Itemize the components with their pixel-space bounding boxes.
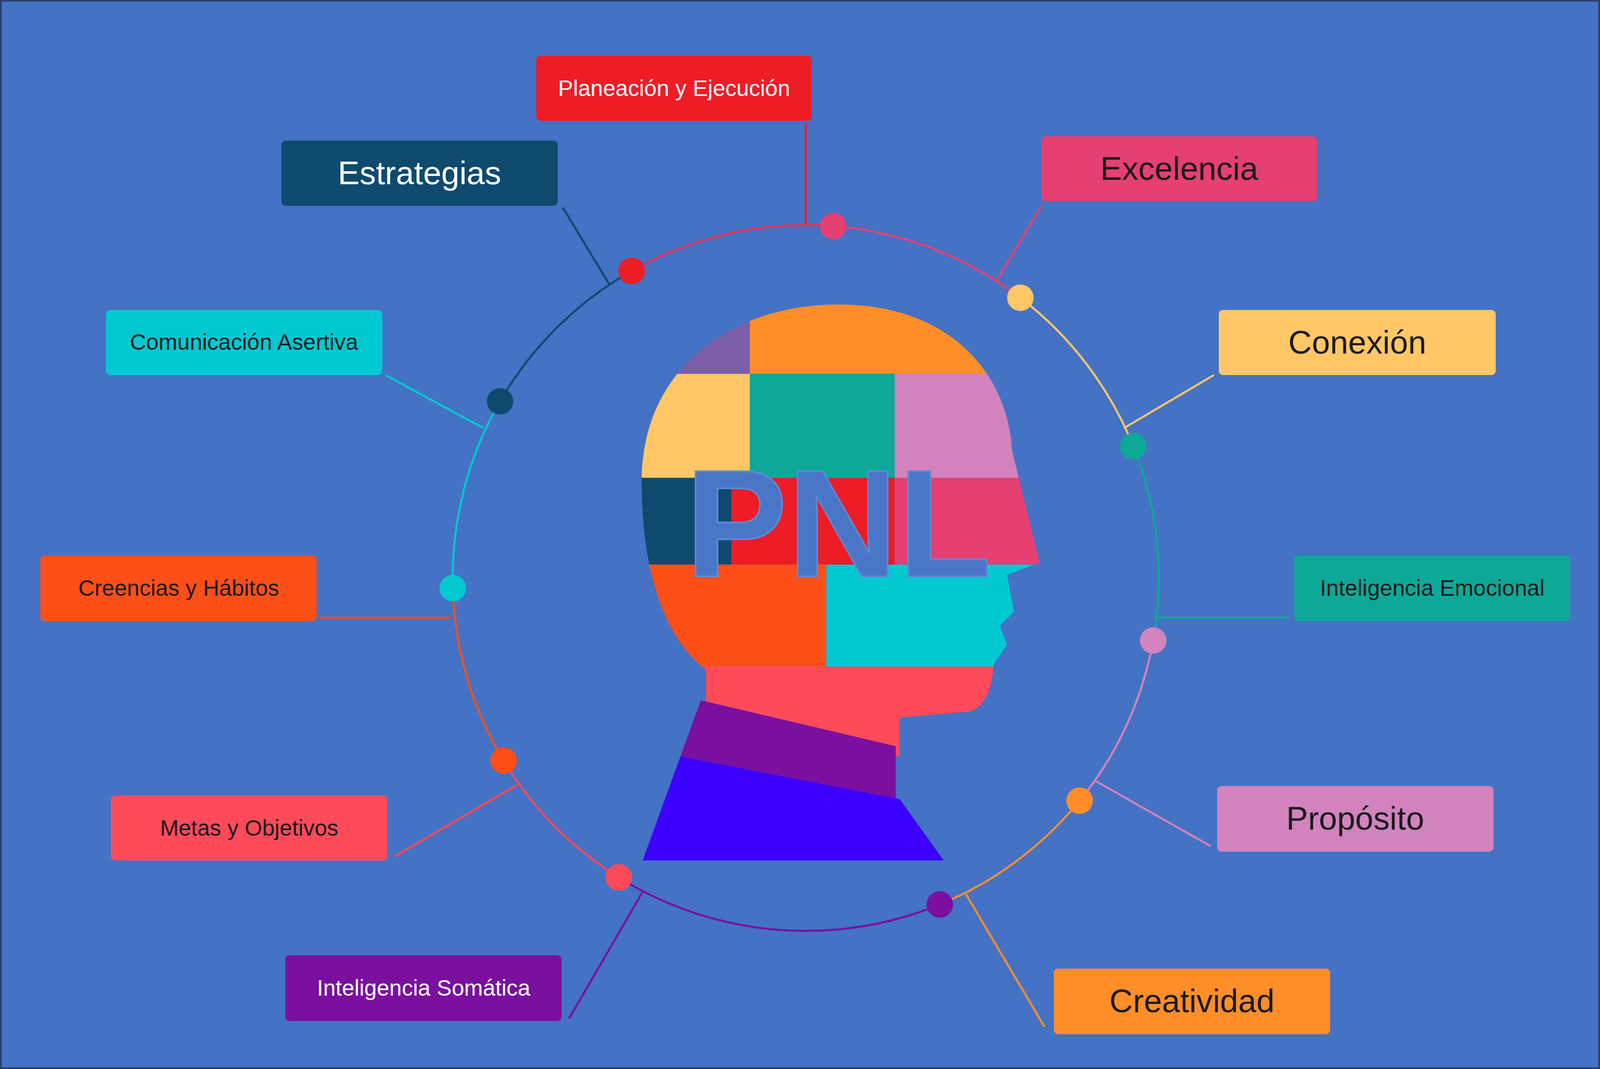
- label-box: Propósito: [1217, 786, 1494, 852]
- circle-dot: [605, 864, 632, 891]
- label-box: Metas y Objetivos: [110, 795, 388, 861]
- circle-arc: [452, 588, 504, 761]
- box-label: Conexión: [1288, 323, 1427, 362]
- label-box: Planeación y Ejecución: [536, 55, 812, 121]
- label-box: Comunicación Asertiva: [105, 310, 383, 376]
- box-label: Creencias y Hábitos: [78, 575, 280, 602]
- circle-dot: [1120, 433, 1147, 460]
- circle-arc: [499, 270, 632, 402]
- leader-line: [394, 785, 517, 857]
- leader-line: [320, 616, 451, 620]
- circle-arc: [503, 760, 620, 878]
- circle-dot: [926, 891, 953, 919]
- head-patch: [749, 304, 1040, 375]
- circle-arc: [618, 877, 940, 932]
- label-box: Estrategias: [281, 140, 558, 206]
- circle-dot: [490, 747, 517, 775]
- circle-dot: [819, 212, 847, 240]
- circle-arc: [833, 226, 1021, 298]
- box-label: Propósito: [1286, 800, 1424, 838]
- label-box: Creatividad: [1053, 968, 1331, 1034]
- leader-line: [568, 892, 643, 1019]
- box-label: Planeación y Ejecución: [558, 75, 791, 102]
- box-label: Comunicación Asertiva: [129, 329, 359, 356]
- box-label: Creatividad: [1109, 982, 1275, 1021]
- label-box: Conexión: [1218, 310, 1496, 376]
- leader-line: [385, 375, 484, 429]
- leader-line: [1095, 781, 1212, 847]
- leader-line: [562, 208, 610, 286]
- head-patch: [641, 304, 750, 375]
- box-label: Metas y Objetivos: [160, 815, 339, 842]
- circle-arc: [452, 401, 500, 589]
- leader-line: [804, 123, 808, 224]
- circle-arc: [631, 225, 834, 271]
- circle-dot: [486, 388, 514, 415]
- shoulders: [642, 756, 944, 862]
- circle-dot: [1066, 787, 1093, 815]
- box-label: Inteligencia Emocional: [1319, 575, 1545, 602]
- circle-arc: [1133, 446, 1159, 641]
- box-label: Excelencia: [1100, 150, 1258, 188]
- leader-line: [966, 894, 1045, 1027]
- box-label: Inteligencia Somática: [316, 975, 531, 1002]
- label-box: Creencias y Hábitos: [40, 555, 317, 621]
- circle-arc: [1020, 297, 1134, 447]
- leader-line: [996, 205, 1042, 282]
- circle-arc: [939, 801, 1080, 905]
- head-figure: PNL: [641, 304, 1040, 861]
- leader-line: [1157, 616, 1290, 620]
- center-title: PNL: [685, 435, 992, 612]
- circle-dot: [1006, 284, 1034, 312]
- label-box: Excelencia: [1041, 136, 1317, 202]
- leader-line: [1123, 375, 1214, 429]
- circle-arc: [1079, 640, 1154, 801]
- circle-dot: [439, 574, 467, 602]
- box-label: Estrategias: [337, 154, 501, 192]
- label-box: Inteligencia Emocional: [1294, 555, 1570, 621]
- label-box: Inteligencia Somática: [285, 955, 562, 1021]
- circle-dot: [1139, 627, 1167, 654]
- circle-dot: [618, 257, 645, 285]
